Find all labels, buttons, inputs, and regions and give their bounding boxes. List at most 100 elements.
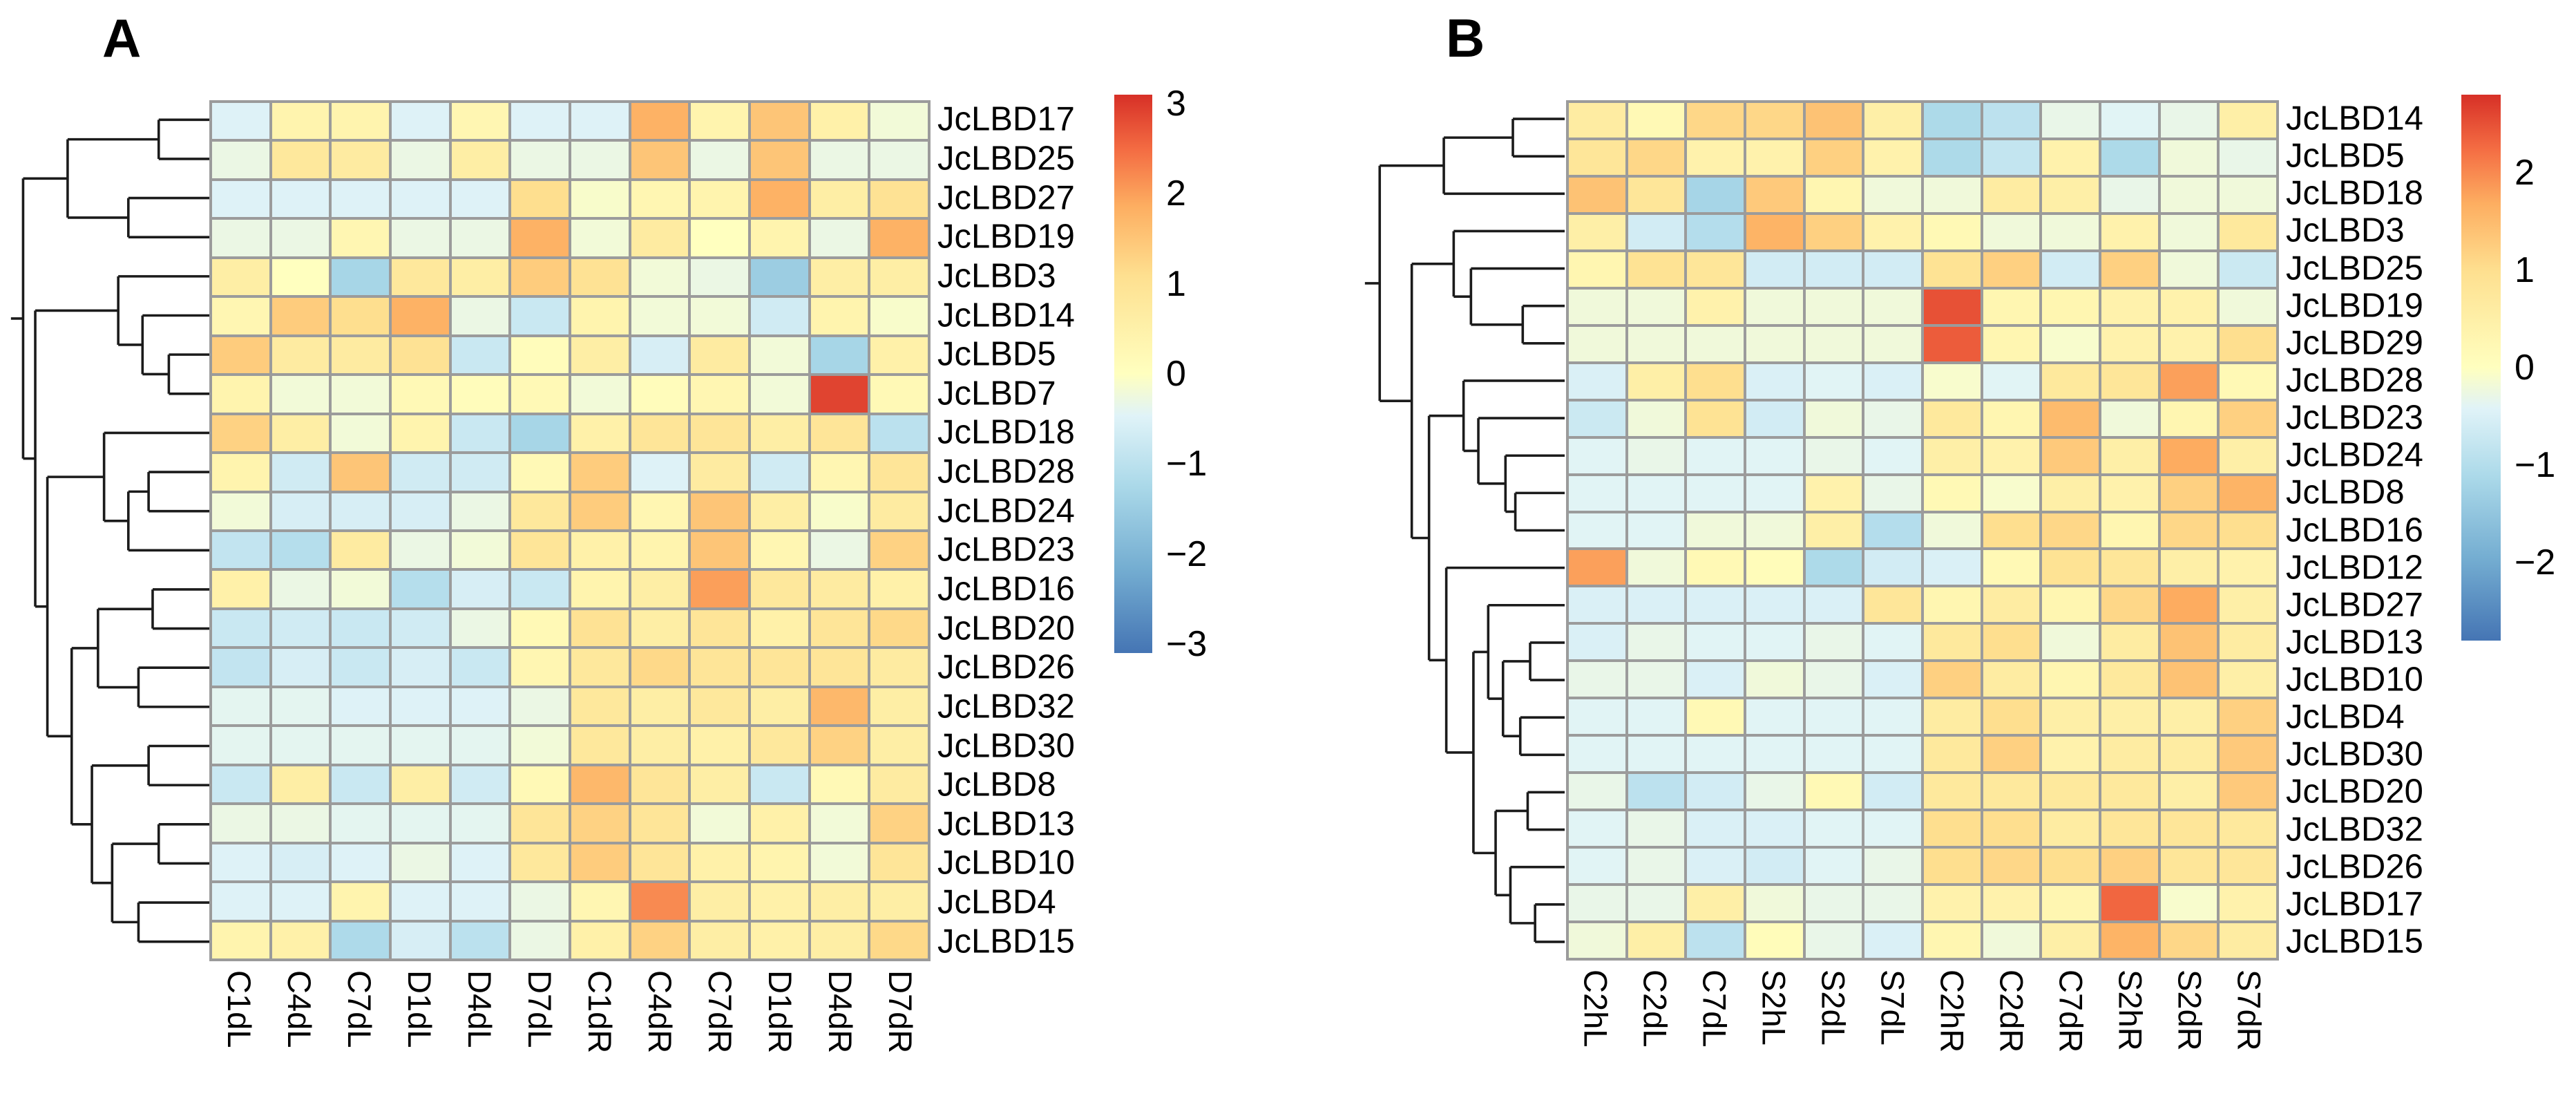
heatmap-cell — [689, 413, 750, 453]
heatmap-cell — [2099, 549, 2159, 587]
heatmap-cell — [1804, 102, 1864, 139]
heatmap-cell — [1744, 511, 1804, 549]
heatmap-cell — [1626, 474, 1686, 512]
heatmap-cell — [211, 726, 271, 765]
heatmap-cell — [1981, 698, 2041, 736]
heatmap-cell — [809, 804, 870, 843]
row-label: JcLBD8 — [937, 766, 1056, 804]
heatmap-cell — [330, 179, 390, 219]
heatmap-cell — [270, 726, 331, 765]
heatmap-cell — [1744, 922, 1804, 959]
heatmap-cell — [569, 920, 630, 960]
heatmap-cell — [869, 296, 929, 336]
heatmap-cell — [330, 413, 390, 453]
heatmap-cell — [2099, 213, 2159, 251]
heatmap-cell — [270, 648, 331, 687]
colorbar-tick-label: 3 — [1166, 84, 1186, 124]
heatmap-cell — [330, 686, 390, 726]
heatmap-cell — [1863, 586, 1923, 624]
heatmap-cell — [869, 257, 929, 297]
heatmap-cell — [211, 296, 271, 336]
heatmap-cell — [211, 453, 271, 492]
heatmap-cell — [1804, 325, 1864, 363]
heatmap-cell — [510, 726, 570, 765]
col-label: S2hL — [1755, 970, 1793, 1046]
heatmap-cell — [629, 686, 690, 726]
heatmap-cell — [1922, 885, 1982, 923]
row-label: JcLBD19 — [2286, 287, 2423, 325]
col-label: C1dR — [582, 970, 618, 1054]
heatmap-cell — [1981, 176, 2041, 214]
heatmap-cell — [1981, 661, 2041, 699]
row-label: JcLBD18 — [937, 413, 1075, 451]
col-label: C7dL — [341, 970, 378, 1048]
heatmap-cell — [2159, 138, 2219, 176]
heatmap-grid — [1566, 100, 2279, 961]
heatmap-cell — [211, 569, 271, 609]
heatmap-cell — [450, 882, 511, 921]
heatmap-cell — [2159, 810, 2219, 848]
heatmap-cell — [211, 140, 271, 180]
heatmap-cell — [869, 453, 929, 492]
heatmap-cell — [270, 804, 331, 843]
heatmap-cell — [1922, 511, 1982, 549]
row-label: JcLBD27 — [937, 179, 1075, 217]
col-label: D1dL — [401, 970, 438, 1048]
heatmap-cell — [1922, 250, 1982, 288]
heatmap-cell — [809, 491, 870, 531]
heatmap-cell — [629, 920, 690, 960]
heatmap-cell — [869, 102, 929, 141]
heatmap-cell — [330, 453, 390, 492]
heatmap-cell — [629, 102, 690, 141]
heatmap-cell — [1922, 213, 1982, 251]
row-label: JcLBD27 — [2286, 586, 2423, 624]
heatmap-cell — [629, 375, 690, 414]
heatmap-cell — [1863, 176, 1923, 214]
heatmap-cell — [211, 648, 271, 687]
heatmap-cell — [869, 842, 929, 882]
row-label: JcLBD15 — [2286, 923, 2423, 961]
heatmap-cell — [450, 569, 511, 609]
heatmap-cell — [569, 140, 630, 180]
heatmap-cell — [2041, 362, 2100, 400]
heatmap-cell — [809, 413, 870, 453]
heatmap-cell — [749, 648, 810, 687]
heatmap-cell — [1804, 810, 1864, 848]
col-label: C1dL — [221, 970, 258, 1048]
heatmap-cell — [689, 296, 750, 336]
heatmap-cell — [270, 218, 331, 258]
heatmap-cell — [1863, 661, 1923, 699]
heatmap-cell — [689, 842, 750, 882]
heatmap-cell — [1567, 176, 1627, 214]
heatmap-cell — [1626, 847, 1686, 885]
heatmap-cell — [1981, 511, 2041, 549]
heatmap-cell — [2218, 511, 2278, 549]
heatmap-cell — [1981, 847, 2041, 885]
heatmap-cell — [689, 375, 750, 414]
heatmap-cell — [2041, 661, 2100, 699]
heatmap-cell — [390, 686, 450, 726]
heatmap-cell — [2099, 735, 2159, 773]
heatmap-cell — [1804, 623, 1864, 661]
heatmap-cell — [1626, 138, 1686, 176]
heatmap-cell — [629, 179, 690, 219]
heatmap-cell — [1981, 437, 2041, 475]
heatmap-cell — [510, 102, 570, 141]
heatmap-cell — [1686, 176, 1745, 214]
heatmap-cell — [689, 491, 750, 531]
heatmap-cell — [1686, 250, 1745, 288]
heatmap-cell — [1922, 623, 1982, 661]
heatmap-cell — [450, 218, 511, 258]
heatmap-cell — [330, 140, 390, 180]
heatmap-cell — [869, 413, 929, 453]
heatmap-cell — [390, 491, 450, 531]
heatmap-cell — [809, 608, 870, 648]
colorbar-tick-label: −3 — [1166, 623, 1208, 664]
row-label: JcLBD8 — [2286, 473, 2405, 511]
heatmap-cell — [1863, 250, 1923, 288]
heatmap-cell — [2218, 287, 2278, 325]
heatmap-cell — [1686, 138, 1745, 176]
heatmap-cell — [569, 413, 630, 453]
heatmap-cell — [569, 296, 630, 336]
heatmap-cell — [689, 102, 750, 141]
